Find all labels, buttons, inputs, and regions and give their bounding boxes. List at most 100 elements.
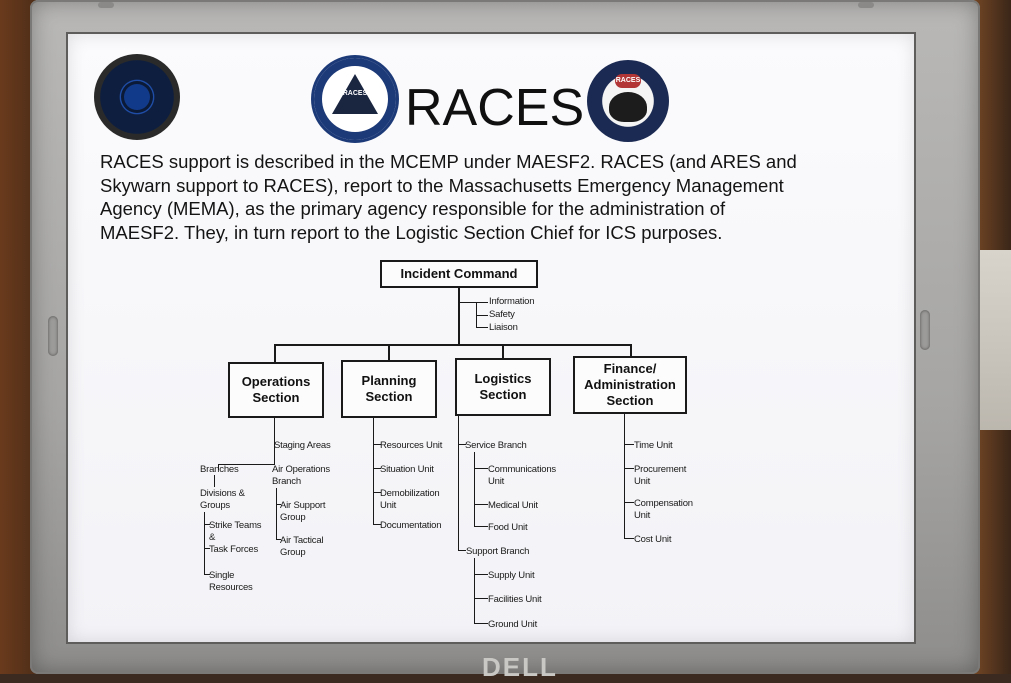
connector [458, 550, 466, 551]
connector [458, 288, 460, 344]
bezel-bumper-right [920, 310, 930, 350]
ops-groups: Groups [200, 500, 230, 511]
connector [476, 327, 488, 328]
ops-branches: Branches [200, 464, 239, 475]
connector [474, 504, 488, 505]
finance-time-unit: Time Unit [634, 440, 673, 451]
slide-title: RACES [405, 79, 585, 137]
staff-liaison: Liaison [489, 322, 518, 333]
ops-air-tactical: Air Tactical [280, 535, 324, 546]
connector [274, 344, 632, 346]
logistics-communications: Communications [488, 464, 556, 475]
staff-information: Information [489, 296, 535, 307]
ops-task-forces: Task Forces [209, 544, 259, 555]
ops-single: Single [209, 570, 235, 581]
connector [624, 502, 634, 503]
connector [630, 344, 632, 356]
finance-section-box: Finance/ Administration Section [573, 356, 687, 414]
bezel-latch-left [98, 2, 114, 8]
connector [474, 558, 475, 624]
connector [624, 414, 625, 538]
planning-demobilization: Demobilization [380, 488, 440, 499]
connector [624, 538, 634, 539]
logistics-support-branch: Support Branch [466, 546, 530, 557]
finance-compensation-unit: Unit [634, 510, 651, 521]
logistics-comms-unit: Unit [488, 476, 505, 487]
connector [373, 418, 374, 524]
planning-section-box: Planning Section [341, 360, 437, 418]
connector [474, 574, 488, 575]
ops-strike-teams: Strike Teams [209, 520, 262, 531]
finance-procurement-unit: Unit [634, 476, 651, 487]
ops-divisions: Divisions & [200, 488, 245, 499]
paragraph-line: Agency (MEMA), as the primary agency res… [100, 198, 726, 219]
paragraph-line: Skywarn support to RACES), report to the… [100, 174, 784, 196]
ops-resources: Resources [209, 582, 253, 593]
connector [502, 344, 504, 358]
connector [204, 548, 210, 549]
logistics-food-unit: Food Unit [488, 522, 528, 533]
finance-cost-unit: Cost Unit [634, 534, 672, 545]
ops-air-operations: Air Operations [272, 464, 330, 475]
dhs-races-seal-icon: RACES [587, 60, 669, 142]
ops-air-tactical-group: Group [280, 547, 306, 558]
planning-resources-unit: Resources Unit [380, 440, 443, 451]
operations-section-box: Operations Section [228, 362, 324, 418]
logistics-section-box: Logistics Section [455, 358, 551, 416]
ops-air-support-group: Group [280, 512, 306, 523]
connector [474, 452, 475, 526]
connector [373, 524, 381, 525]
ops-strike-and: & [209, 532, 216, 543]
connector [218, 464, 275, 465]
paragraph-line: MAESF2. They, in turn report to the Logi… [100, 221, 723, 243]
slide-paragraph: RACES support is described in the MCEMP … [100, 150, 900, 244]
connector [204, 524, 210, 525]
logistics-facilities-unit: Facilities Unit [488, 594, 542, 605]
connector [460, 302, 488, 303]
connector [204, 512, 205, 574]
logistics-supply-unit: Supply Unit [488, 570, 535, 581]
connector [458, 416, 459, 550]
connector [388, 344, 390, 360]
finance-procurement: Procurement [634, 464, 687, 475]
connector [274, 344, 276, 362]
brand-logo: DELL [482, 652, 558, 682]
connector [624, 468, 634, 469]
planning-documentation: Documentation [380, 520, 442, 531]
connector [276, 488, 277, 540]
connector [476, 302, 477, 327]
incident-command-box: Incident Command [380, 260, 538, 288]
connector [474, 468, 488, 469]
ops-air-ops-branch: Branch [272, 476, 301, 487]
connector [373, 492, 381, 493]
planning-demob-unit: Unit [380, 500, 397, 511]
logistics-medical-unit: Medical Unit [488, 500, 538, 511]
paragraph-line: RACES support is described in the MCEMP … [100, 151, 797, 172]
connector [276, 504, 281, 505]
connector [274, 418, 275, 464]
logistics-ground-unit: Ground Unit [488, 619, 538, 630]
ops-staging-areas: Staging Areas [274, 440, 331, 451]
ops-air-support: Air Support [280, 500, 326, 511]
bezel-latch-right [858, 2, 874, 8]
bezel-bumper-left [48, 316, 58, 356]
planning-situation-unit: Situation Unit [380, 464, 434, 475]
connector [214, 475, 215, 487]
logistics-service-branch: Service Branch [465, 440, 527, 451]
massachusetts-seal-icon [94, 54, 180, 140]
connector [373, 444, 381, 445]
staff-safety: Safety [489, 309, 515, 320]
connector [624, 444, 634, 445]
ics-org-chart: Incident Command Information Safety Liai… [68, 34, 914, 642]
slide-screen: RACES RACES RACES RACES support is descr… [68, 34, 914, 642]
connector [204, 574, 210, 575]
connector [373, 468, 381, 469]
connector [474, 598, 488, 599]
connector [458, 444, 466, 445]
connector [476, 315, 488, 316]
finance-compensation: Compensation [634, 498, 693, 509]
connector [218, 464, 219, 470]
civil-defense-races-logo-icon: RACES [314, 58, 396, 140]
connector [474, 526, 488, 527]
connector [474, 623, 488, 624]
